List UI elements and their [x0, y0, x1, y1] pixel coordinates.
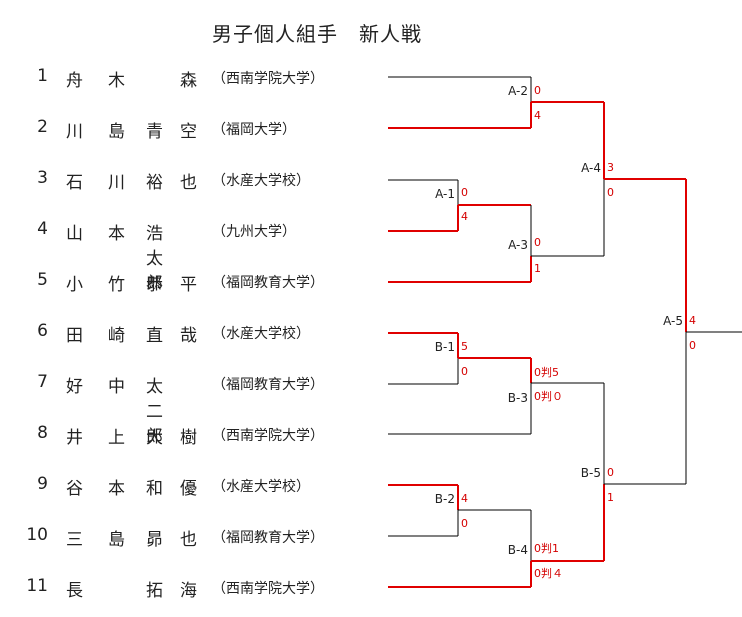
player-name-char: 森	[180, 71, 197, 91]
player-name-char: 和	[146, 479, 163, 499]
player-school: （西南学院大学）	[212, 428, 324, 444]
match-label: B-2	[435, 492, 455, 506]
match-score-bottom: 1	[534, 262, 541, 275]
match-label: A-4	[581, 161, 601, 175]
player-school: （水産大学校）	[212, 173, 310, 189]
match-score-bottom: 0	[689, 339, 696, 352]
player-name-char: 也	[180, 530, 197, 550]
player-school: （九州大学）	[212, 224, 296, 240]
player-name-char: 川	[66, 122, 83, 142]
match-label: B-5	[581, 466, 601, 480]
player-school: （西南学院大学）	[212, 71, 324, 87]
player-name-char: 哉	[180, 326, 197, 346]
match-score-top: 0	[534, 84, 541, 97]
player-number: 8	[37, 423, 48, 443]
match-label: A-1	[435, 187, 455, 201]
player-number: 3	[37, 168, 48, 188]
player-name-char: 本	[108, 224, 125, 244]
player-name-char: 空	[180, 122, 197, 142]
player-name-char: 昴	[146, 530, 163, 550]
match-score-top: 0	[607, 466, 614, 479]
player-name-char: 好	[66, 377, 83, 397]
match-label: B-1	[435, 340, 455, 354]
player-name-char: 木	[108, 71, 125, 91]
player-number: 11	[26, 576, 48, 596]
player-number: 10	[26, 525, 48, 545]
match-score-top: 5	[461, 340, 468, 353]
match-label: A-5	[663, 314, 683, 328]
match-label: A-2	[508, 84, 528, 98]
match-score-bottom: 0	[461, 365, 468, 378]
match-score-bottom: 4	[534, 109, 541, 122]
player-name-char: 井	[66, 428, 83, 448]
player-name-char: 樹	[180, 428, 197, 448]
match-score-top: 0	[534, 236, 541, 249]
player-name-char: 長	[66, 581, 83, 601]
player-name-char: 石	[66, 173, 83, 193]
player-name-char: 山	[66, 224, 83, 244]
player-name-char: 本	[108, 479, 125, 499]
player-name-char: 小	[66, 275, 83, 295]
player-number: 2	[37, 117, 48, 137]
match-score-top: 4	[461, 492, 468, 505]
player-name-char: 崎	[108, 326, 125, 346]
match-label: A-3	[508, 238, 528, 252]
player-name-char: 中	[108, 377, 125, 397]
player-name-char: 川	[108, 173, 125, 193]
match-score-top: 0	[461, 186, 468, 199]
player-name-char: 島	[108, 530, 125, 550]
match-score-bottom: 1	[607, 491, 614, 504]
player-name-char: 舟	[66, 71, 83, 91]
player-number: 7	[37, 372, 48, 392]
player-name-char: 三	[66, 530, 83, 550]
player-name-char: 裕	[146, 173, 163, 193]
player-school: （西南学院大学）	[212, 581, 324, 597]
player-name-char: 太二郎	[146, 377, 163, 447]
player-name-char: 浩太郎	[146, 224, 163, 294]
match-score-top: 3	[607, 161, 614, 174]
player-name-char: 也	[180, 173, 197, 193]
player-name-char: 恭	[146, 275, 163, 295]
player-school: （福岡教育大学）	[212, 530, 324, 546]
player-name-char: 島	[108, 122, 125, 142]
match-score-top: 4	[689, 314, 696, 327]
match-label: B-4	[508, 543, 528, 557]
match-score-bottom: 0	[607, 186, 614, 199]
page-title: 男子個人組手 新人戦	[212, 22, 422, 46]
match-score-bottom: 0判４	[534, 567, 563, 580]
player-name-char: 谷	[66, 479, 83, 499]
player-number: 4	[37, 219, 48, 239]
match-label: B-3	[508, 391, 528, 405]
player-number: 1	[37, 66, 48, 86]
player-school: （水産大学校）	[212, 326, 310, 342]
player-name-char: 平	[180, 275, 197, 295]
player-school: （福岡大学）	[212, 122, 296, 138]
player-number: 9	[37, 474, 48, 494]
player-name-char: 田	[66, 326, 83, 346]
match-score-bottom: 4	[461, 210, 468, 223]
player-name-char: 海	[180, 581, 197, 601]
player-school: （水産大学校）	[212, 479, 310, 495]
player-name-char: 直	[146, 326, 163, 346]
match-score-bottom: 0	[461, 517, 468, 530]
match-score-bottom: 0判０	[534, 390, 563, 403]
player-number: 6	[37, 321, 48, 341]
player-name-char: 大	[146, 428, 163, 448]
player-name-char: 上	[108, 428, 125, 448]
match-score-top: 0判1	[534, 542, 559, 555]
player-number: 5	[37, 270, 48, 290]
player-name-char: 竹	[108, 275, 125, 295]
match-score-top: 0判5	[534, 366, 559, 379]
player-school: （福岡教育大学）	[212, 275, 324, 291]
player-school: （福岡教育大学）	[212, 377, 324, 393]
player-name-char: 青	[146, 122, 163, 142]
player-name-char: 拓	[146, 581, 163, 601]
player-name-char: 優	[180, 479, 197, 499]
